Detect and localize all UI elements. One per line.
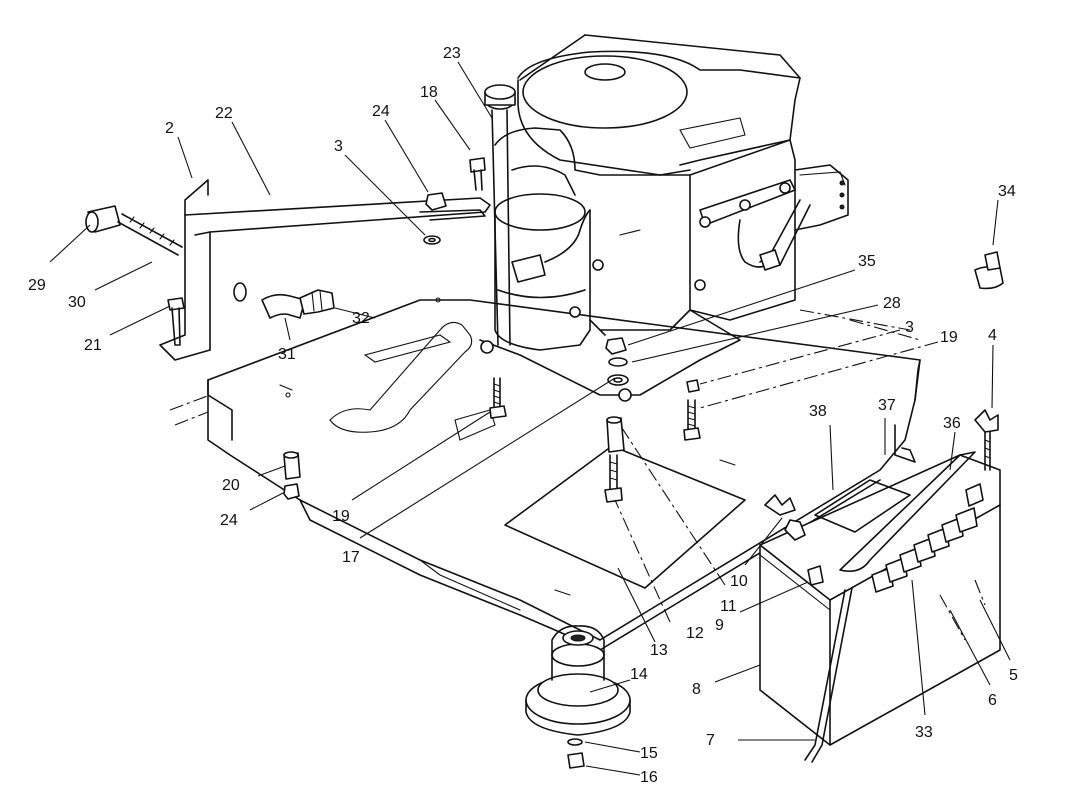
callout-32: 32 — [352, 310, 370, 327]
callout-34: 34 — [998, 183, 1016, 200]
nut-washer-top — [423, 192, 447, 245]
bolts-19 — [489, 377, 701, 441]
callout-17: 17 — [342, 549, 360, 566]
callout-19: 19 — [940, 329, 958, 346]
bolt-21 — [167, 297, 185, 346]
callout-36: 36 — [943, 415, 961, 432]
ignition-key — [974, 251, 1004, 290]
lower-spacer-bolt — [604, 416, 625, 503]
callout-24: 24 — [372, 103, 390, 120]
callout-8: 8 — [692, 681, 701, 698]
callout-18: 18 — [420, 84, 438, 101]
battery — [759, 409, 1001, 763]
callout-12: 12 — [686, 625, 704, 642]
callout-24: 24 — [220, 512, 238, 529]
callout-31: 31 — [278, 346, 296, 363]
callout-23: 23 — [443, 45, 461, 62]
pulley — [525, 625, 631, 769]
bolt-18 — [469, 157, 486, 191]
callout-15: 15 — [640, 745, 658, 762]
callout-9: 9 — [715, 617, 724, 634]
callout-6: 6 — [988, 692, 997, 709]
callout-7: 7 — [706, 732, 715, 749]
callout-2: 2 — [165, 120, 174, 137]
callout-38: 38 — [809, 403, 827, 420]
leader-lines — [49, 61, 1011, 776]
callout-14: 14 — [630, 666, 648, 683]
callout-19: 19 — [332, 508, 350, 525]
callout-37: 37 — [878, 397, 896, 414]
callout-28: 28 — [883, 295, 901, 312]
callout-20: 20 — [222, 477, 240, 494]
spacer-nut-lower — [283, 451, 301, 500]
callout-4: 4 — [988, 327, 997, 344]
callout-3: 3 — [334, 138, 343, 155]
callout-35: 35 — [858, 253, 876, 270]
callout-13: 13 — [650, 642, 668, 659]
callout-3: 3 — [905, 319, 914, 336]
stud-coupler — [85, 205, 183, 256]
callout-10: 10 — [730, 573, 748, 590]
engine — [479, 34, 849, 402]
callout-22: 22 — [215, 105, 233, 122]
callout-21: 21 — [84, 337, 102, 354]
fuel-fittings — [233, 282, 335, 319]
engine-mount-hardware — [605, 337, 629, 386]
callout-30: 30 — [68, 294, 86, 311]
callout-11: 11 — [720, 598, 737, 615]
callout-labels: 2 22 3 24 18 23 34 35 28 3 19 4 29 30 21… — [28, 45, 1018, 786]
callout-33: 33 — [915, 724, 933, 741]
callout-5: 5 — [1009, 667, 1018, 684]
callout-29: 29 — [28, 277, 46, 294]
callout-16: 16 — [640, 769, 658, 786]
mounting-plate — [169, 297, 921, 651]
